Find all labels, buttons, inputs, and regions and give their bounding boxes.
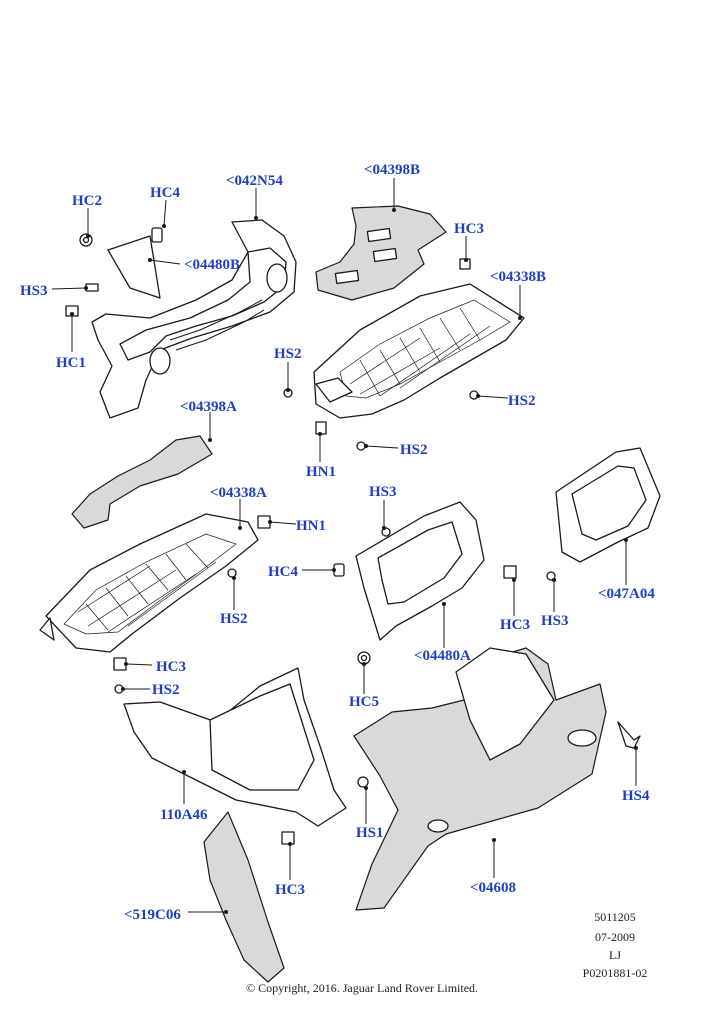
callout-04398a[interactable]: <04398A — [180, 399, 237, 415]
callout-hc3-top[interactable]: HC3 — [454, 221, 484, 237]
liner-04338a-part[interactable] — [39, 513, 259, 653]
callout-hs2-e[interactable]: HS2 — [152, 682, 180, 698]
callout-hs3-left[interactable]: HS3 — [20, 283, 48, 299]
fastener-hs2-c[interactable] — [356, 441, 366, 451]
fastener-hc3-bottom[interactable] — [281, 831, 295, 845]
callout-04398b[interactable]: <04398B — [364, 162, 420, 178]
bolster-04608-part[interactable] — [353, 647, 607, 911]
callout-04608[interactable]: <04608 — [470, 880, 516, 896]
callout-042n54[interactable]: <042N54 — [226, 173, 283, 189]
leader-lines — [51, 178, 638, 914]
callout-047a04[interactable]: <047A04 — [598, 586, 655, 602]
frame-04480a-part[interactable] — [355, 501, 485, 641]
diagram-reference: P0201881-02 — [582, 966, 648, 980]
liner-04338b-part[interactable] — [313, 283, 525, 419]
fastener-hc2[interactable] — [79, 233, 93, 247]
callout-hc5[interactable]: HC5 — [349, 694, 379, 710]
callout-519c06[interactable]: <519C06 — [124, 907, 181, 923]
surround-047a04-part[interactable] — [555, 447, 661, 563]
callout-hc4-mid[interactable]: HC4 — [268, 564, 299, 580]
callout-hn1-a[interactable]: HN1 — [306, 464, 336, 480]
pad-04398a-part[interactable] — [71, 435, 213, 529]
end-trim-519c06-part[interactable] — [203, 811, 285, 983]
fastener-hs1[interactable] — [357, 776, 369, 788]
callout-04480a[interactable]: <04480A — [414, 648, 471, 664]
lower-panel-110a46-part[interactable] — [123, 667, 347, 827]
callout-hc3-low[interactable]: HC3 — [156, 659, 186, 675]
callout-04480b[interactable]: <04480B — [184, 257, 240, 273]
callout-hs2-b[interactable]: HS2 — [508, 393, 536, 409]
fastener-hc4-top[interactable] — [151, 227, 163, 243]
upper-dash-grille-piece[interactable] — [107, 235, 161, 299]
callout-hs1[interactable]: HS1 — [356, 825, 384, 841]
fastener-hs2-d[interactable] — [227, 568, 237, 578]
callout-hc2-top[interactable]: HC2 — [72, 193, 102, 209]
pad-04398b-part[interactable] — [315, 205, 447, 301]
callout-hc4-top[interactable]: HC4 — [150, 185, 181, 201]
fastener-hc3-mid[interactable] — [503, 565, 517, 579]
callout-hs2-d[interactable]: HS2 — [220, 611, 248, 627]
fastener-hs3-right[interactable] — [546, 571, 556, 581]
callout-hc3-mid[interactable]: HC3 — [500, 617, 530, 633]
upper-dash-trim-part[interactable] — [91, 219, 297, 419]
callout-04338b[interactable]: <04338B — [490, 269, 546, 285]
fastener-hs4[interactable] — [617, 721, 641, 749]
callout-hc3-bottom[interactable]: HC3 — [275, 882, 305, 898]
callout-hs3-right[interactable]: HS3 — [541, 613, 569, 629]
callout-hs3-mid[interactable]: HS3 — [369, 484, 397, 500]
callout-04338a[interactable]: <04338A — [210, 485, 267, 501]
fastener-hn1-a[interactable] — [315, 421, 327, 435]
diagram-initials: LJ — [609, 948, 621, 962]
callout-hs4[interactable]: HS4 — [622, 788, 650, 804]
callout-hn1-b[interactable]: HN1 — [296, 518, 326, 534]
diagram-code: 5011205 — [594, 910, 636, 924]
callout-hc1[interactable]: HC1 — [56, 355, 86, 371]
callout-110a46[interactable]: 110A46 — [160, 807, 208, 823]
diagram-date: 07-2009 — [595, 930, 635, 944]
copyright-notice: © Copyright, 2016. Jaguar Land Rover Lim… — [245, 981, 479, 995]
callout-hs2-c[interactable]: HS2 — [400, 442, 428, 458]
callout-hs2-a[interactable]: HS2 — [274, 346, 302, 362]
